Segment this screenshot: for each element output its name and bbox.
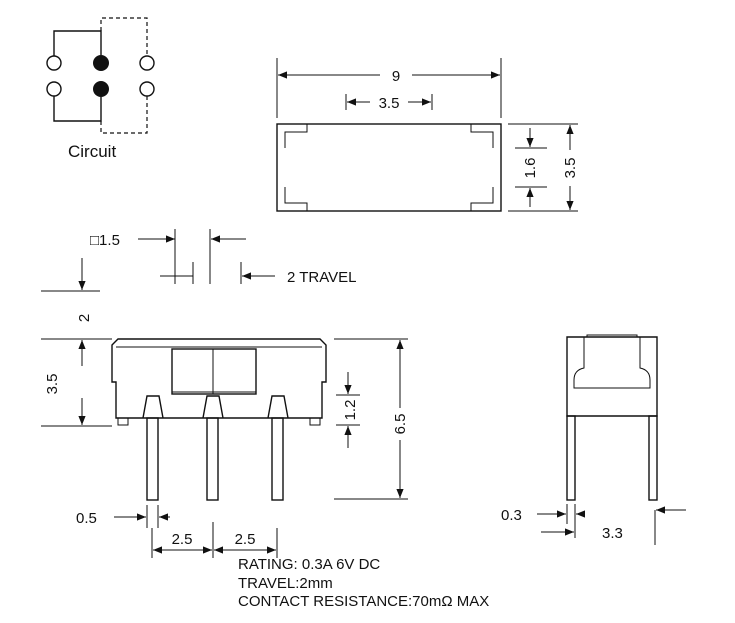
contact-common-bottom — [93, 81, 109, 97]
standoff-dimension: 1.2 — [342, 400, 359, 421]
pin-thickness-dimension: 0.3 — [501, 507, 522, 524]
top-view-pitch-dimension: 3.5 — [379, 95, 400, 112]
spec-contact-resistance: CONTACT RESISTANCE:70mΩ MAX — [238, 593, 490, 610]
pin-right — [271, 417, 284, 501]
contact-left-top — [46, 55, 62, 71]
spec-rating: RATING: 0.3A 6V DC — [238, 556, 381, 573]
top-view-length-dimension: 9 — [392, 68, 400, 85]
body-height-dimension: 3.5 — [44, 374, 61, 395]
top-view-height-dimension: 3.5 — [562, 158, 579, 179]
contact-left-bottom — [46, 81, 62, 97]
pin-pitch-right-dimension: 2.5 — [235, 531, 256, 548]
pin-width-dimension: 0.5 — [76, 510, 97, 527]
switch-body — [111, 338, 327, 419]
pin-pitch-left-dimension: 2.5 — [172, 531, 193, 548]
actuator-window — [171, 348, 257, 395]
actuator-size-dimension: □1.5 — [90, 232, 120, 249]
circuit-label: Circuit — [68, 142, 116, 161]
circuit-schematic: Circuit — [46, 17, 155, 161]
specifications: RATING: 0.3A 6V DC TRAVEL:2mm CONTACT RE… — [238, 556, 489, 612]
side-view: □1.5 2 TRAVEL 2 3.5 — [41, 229, 409, 558]
switch-link-solid — [53, 30, 102, 122]
pin-middle — [206, 417, 219, 501]
end-view: 0.3 3.3 — [501, 334, 686, 545]
end-view-width-dimension: 3.3 — [602, 525, 623, 542]
top-view-inner-height-dimension: 1.6 — [522, 158, 539, 179]
contact-right-bottom — [139, 81, 155, 97]
spec-travel: TRAVEL:2mm — [238, 574, 333, 592]
end-view-pin-right — [648, 415, 658, 501]
top-view: 9 3.5 1.6 3.5 — [276, 58, 579, 212]
switch-link-dashed — [100, 17, 148, 134]
contact-common-top — [93, 55, 109, 71]
end-view-pin-left — [566, 415, 576, 501]
total-height-dimension: 6.5 — [392, 414, 409, 435]
travel-dimension: 2 TRAVEL — [287, 269, 356, 286]
actuator-height-dimension: 2 — [76, 314, 93, 322]
top-view-outline — [276, 123, 502, 212]
end-view-body — [566, 336, 658, 417]
pin-left — [146, 417, 159, 501]
contact-right-top — [139, 55, 155, 71]
